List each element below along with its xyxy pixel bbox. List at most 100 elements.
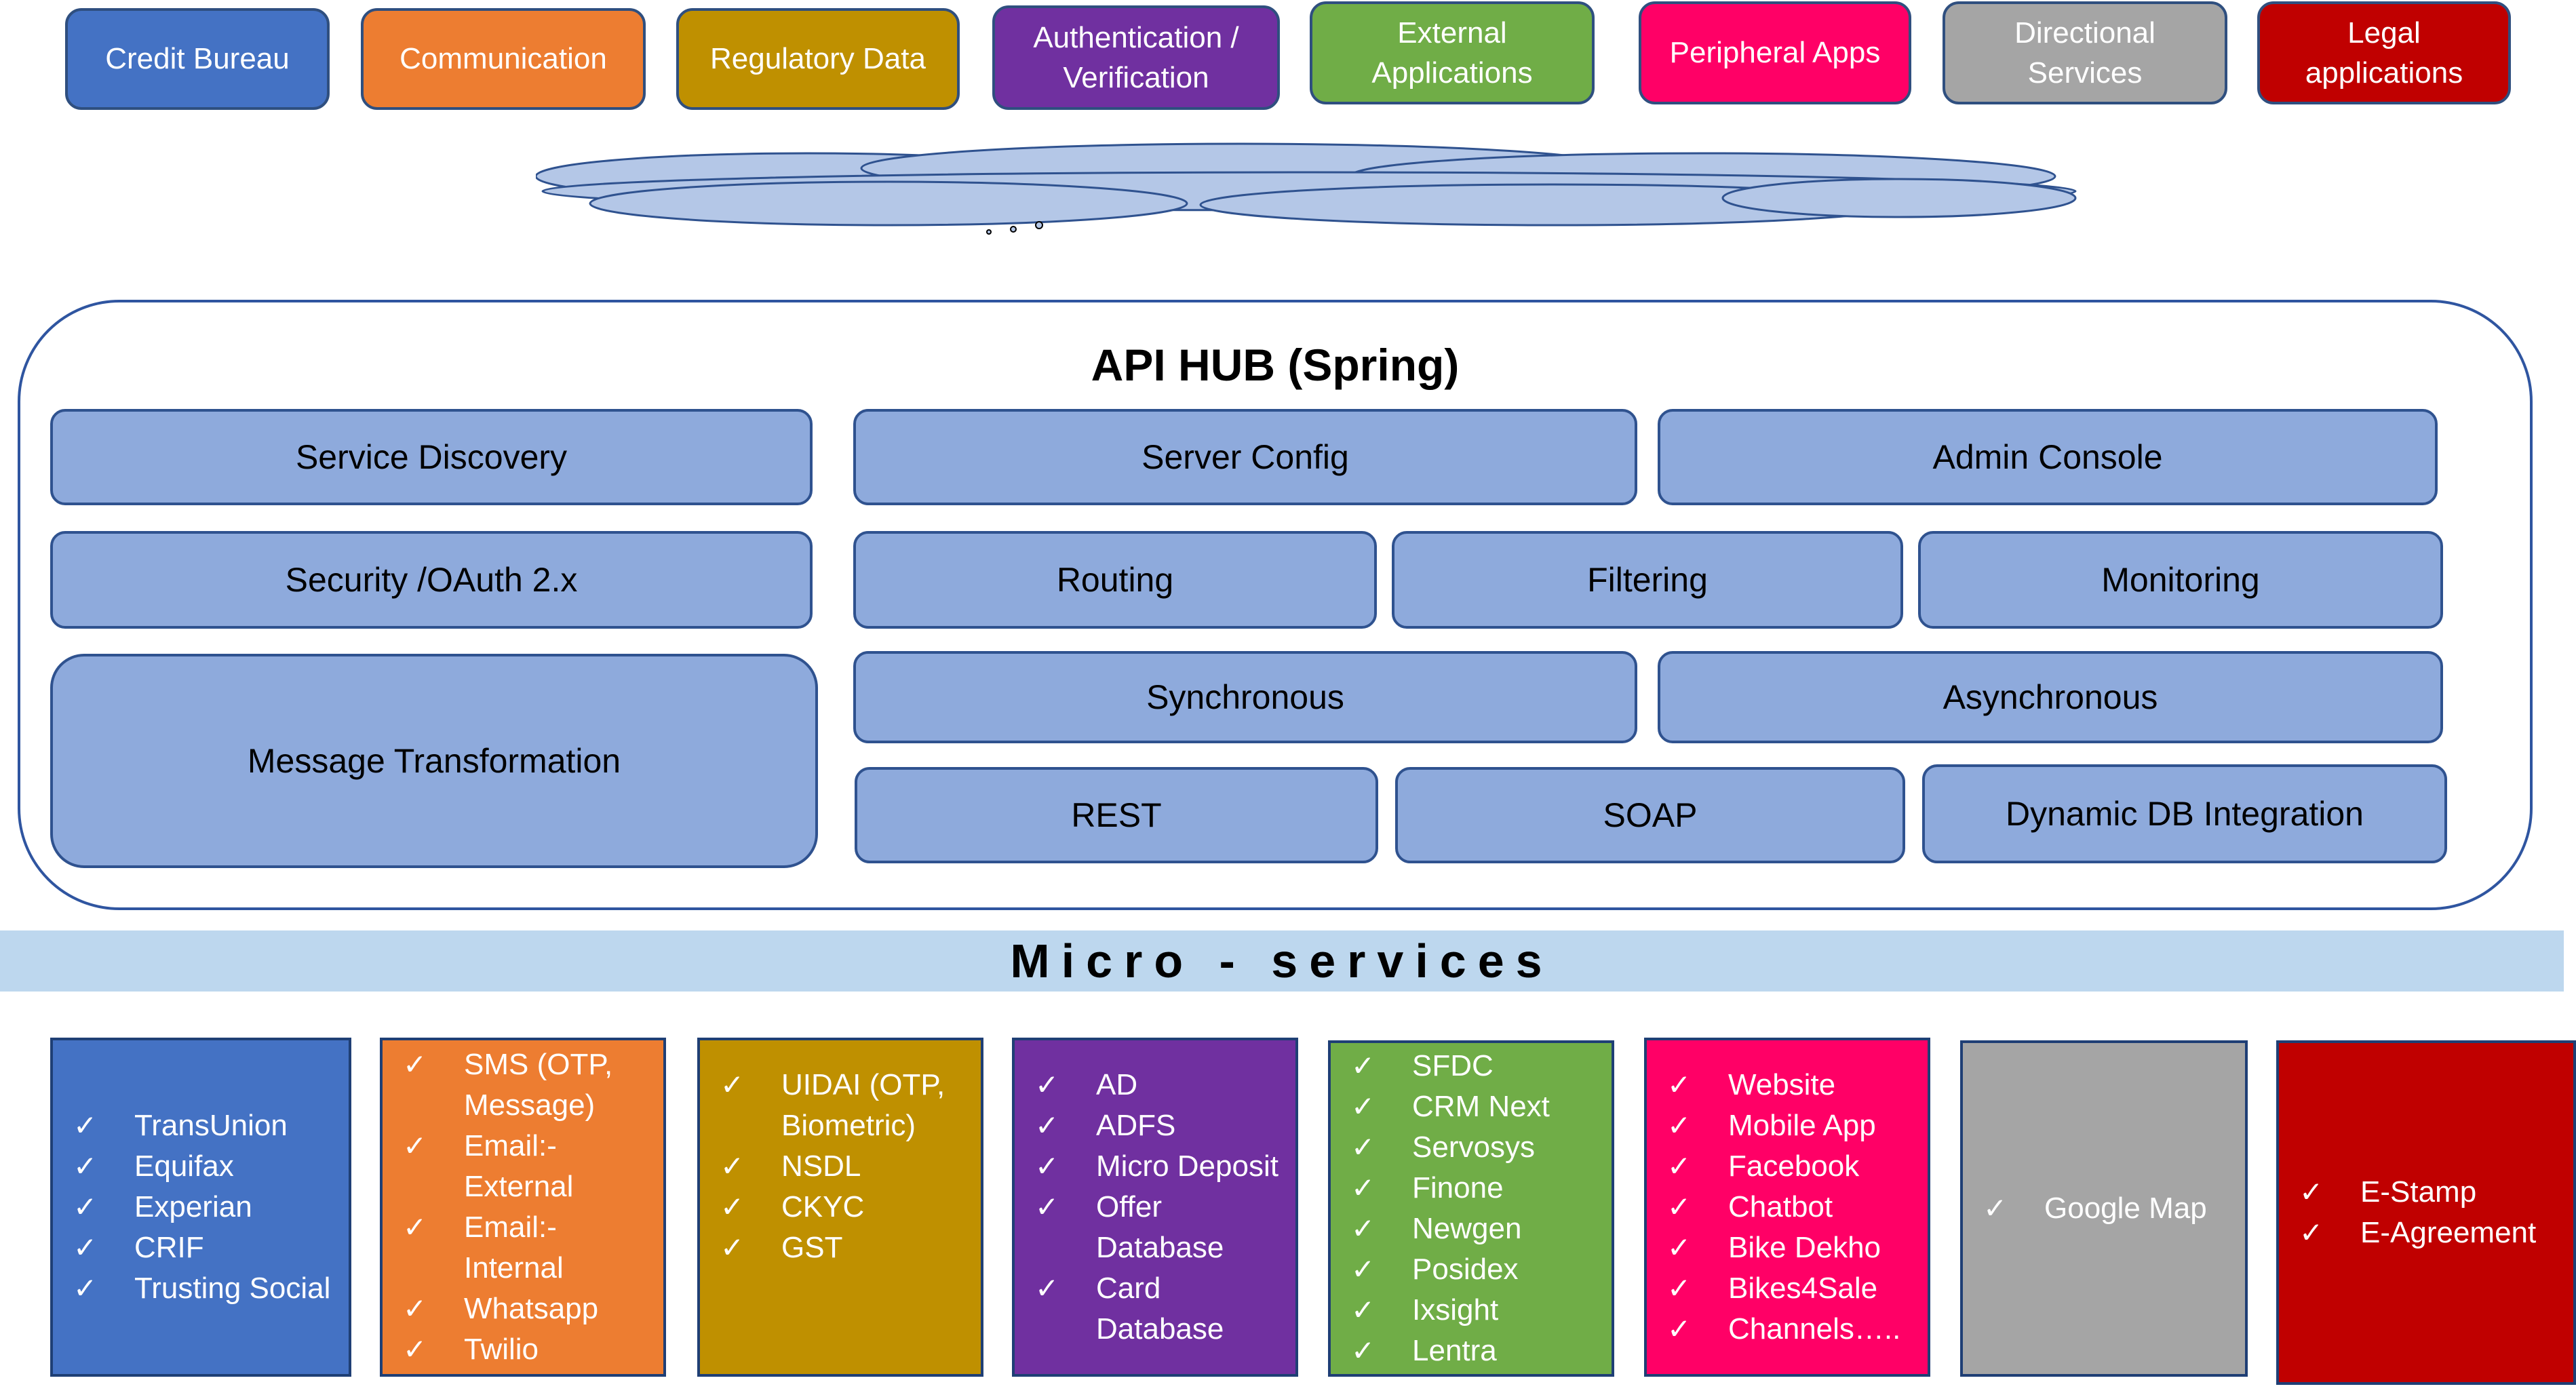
- service-item: ✓ Mobile App: [1667, 1105, 1921, 1146]
- service-item-label: Ixsight: [1412, 1293, 1499, 1327]
- service-item-label: NSDL: [781, 1150, 861, 1183]
- service-box-communication: ✓ SMS (OTP, Message)✓Email:- External✓Ema…: [380, 1038, 666, 1377]
- checkmark-icon: ✓: [1035, 1272, 1059, 1304]
- checkmark-icon: ✓: [1667, 1110, 1692, 1141]
- checkmark-icon: ✓: [1667, 1272, 1692, 1304]
- service-item-label: Google Map: [2044, 1192, 2207, 1225]
- service-item: ✓NSDL: [720, 1146, 974, 1187]
- service-item: ✓UIDAI (OTP, Biometric): [720, 1065, 974, 1146]
- service-item: ✓ Chatbot: [1667, 1187, 1921, 1228]
- service-item-label: Website: [1728, 1068, 1836, 1101]
- checkmark-icon: ✓: [403, 1293, 427, 1325]
- service-item: ✓Lentra: [1351, 1331, 1605, 1371]
- service-item-label: Micro Deposit: [1096, 1150, 1279, 1183]
- service-item-label: Mobile App: [1728, 1109, 1876, 1142]
- admin-console-box: Admin Console: [1658, 409, 2438, 505]
- checkmark-icon: ✓: [1351, 1213, 1375, 1244]
- service-item-label: CRM Next: [1412, 1090, 1550, 1123]
- service-item: ✓AD: [1035, 1065, 1289, 1105]
- service-item: ✓ Experian: [73, 1187, 342, 1228]
- service-item-label: E-Agreement: [2360, 1216, 2537, 1249]
- checkmark-icon: ✓: [1351, 1131, 1375, 1163]
- server-config-box: Server Config: [853, 409, 1637, 505]
- service-item: ✓Email:- Internal: [403, 1207, 657, 1289]
- service-box-authentication: ✓AD✓ADFS✓Micro Deposit✓Offer Database✓Ca…: [1012, 1038, 1298, 1377]
- checkmark-icon: ✓: [2299, 1176, 2324, 1208]
- service-item: ✓Newgen: [1351, 1209, 1605, 1249]
- service-item-label: E-Stamp: [2360, 1175, 2477, 1209]
- service-item-label: CRIF: [134, 1231, 204, 1264]
- service-item-label: Trusting Social: [134, 1272, 331, 1305]
- checkmark-icon: ✓: [403, 1333, 427, 1365]
- service-item-label: GST: [781, 1231, 843, 1264]
- category-regulatory-data: Regulatory Data: [676, 8, 960, 110]
- service-item: ✓Trusting Social: [73, 1268, 342, 1309]
- routing-box: Routing: [853, 531, 1377, 629]
- cloud-shape: [534, 129, 2082, 258]
- checkmark-icon: ✓: [1667, 1191, 1692, 1223]
- service-item: ✓ Offer Database: [1035, 1187, 1289, 1268]
- service-item-label: Servosys: [1412, 1131, 1535, 1164]
- service-item-label: CKYC: [781, 1190, 865, 1223]
- service-item: ✓ Website: [1667, 1065, 1921, 1105]
- service-item-label: Equifax: [134, 1150, 234, 1183]
- service-item-label: Lentra: [1412, 1334, 1497, 1367]
- rest-box: REST: [855, 767, 1378, 863]
- checkmark-icon: ✓: [403, 1130, 427, 1162]
- checkmark-icon: ✓: [1035, 1110, 1059, 1141]
- filtering-box: Filtering: [1392, 531, 1903, 629]
- service-item: ✓ E-Stamp: [2299, 1172, 2567, 1213]
- service-item: ✓ Google Map: [1983, 1188, 2238, 1229]
- monitoring-box: Monitoring: [1918, 531, 2443, 629]
- service-item: ✓ Whatsapp: [403, 1289, 657, 1329]
- microservices-banner: Micro - services: [0, 930, 2564, 992]
- checkmark-icon: ✓: [1351, 1294, 1375, 1326]
- checkmark-icon: ✓: [720, 1191, 745, 1223]
- service-item: ✓ Card Database: [1035, 1268, 1289, 1350]
- service-box-external-applications: ✓SFDC✓CRM Next✓Servosys✓Finone✓Newgen✓Po…: [1328, 1040, 1614, 1377]
- service-box-peripheral-apps: ✓Website✓Mobile App✓Facebook✓Chatbot✓Bik…: [1644, 1038, 1930, 1377]
- service-item: ✓ Equifax: [73, 1146, 342, 1187]
- checkmark-icon: ✓: [1667, 1069, 1692, 1101]
- service-item: ✓ Servosys: [1351, 1127, 1605, 1168]
- service-item: ✓ CRM Next: [1351, 1086, 1605, 1127]
- checkmark-icon: ✓: [73, 1191, 98, 1223]
- checkmark-icon: ✓: [720, 1232, 745, 1263]
- service-item: ✓Email:- External: [403, 1126, 657, 1207]
- service-item: ✓ SFDC: [1351, 1046, 1605, 1086]
- checkmark-icon: ✓: [1667, 1150, 1692, 1182]
- checkmark-icon: ✓: [1035, 1191, 1059, 1223]
- service-item-label: SFDC: [1412, 1049, 1494, 1082]
- service-item: ✓CRIF: [73, 1228, 342, 1268]
- service-item: ✓ Micro Deposit: [1035, 1146, 1289, 1187]
- checkmark-icon: ✓: [1983, 1192, 2008, 1224]
- synchronous-box: Synchronous: [853, 651, 1637, 743]
- soap-box: SOAP: [1395, 767, 1905, 863]
- checkmark-icon: ✓: [1351, 1091, 1375, 1122]
- service-item-label: UIDAI (OTP, Biometric): [781, 1068, 945, 1142]
- checkmark-icon: ✓: [1035, 1150, 1059, 1182]
- service-item-label: Bike Dekho: [1728, 1231, 1881, 1264]
- service-item: ✓Posidex: [1351, 1249, 1605, 1290]
- checkmark-icon: ✓: [1351, 1050, 1375, 1082]
- checkmark-icon: ✓: [73, 1150, 98, 1182]
- service-item-label: Card Database: [1096, 1272, 1224, 1346]
- checkmark-icon: ✓: [403, 1048, 427, 1080]
- service-item-label: Chatbot: [1728, 1190, 1833, 1223]
- api-hub-title: API HUB (Spring): [1091, 340, 1460, 390]
- service-item: ✓ CKYC: [720, 1187, 974, 1228]
- service-discovery-box: Service Discovery: [50, 409, 813, 505]
- security-oauth-box: Security /OAuth 2.x: [50, 531, 813, 629]
- service-item-label: SMS (OTP, Message): [464, 1048, 613, 1122]
- service-item-label: Twilio: [464, 1333, 539, 1366]
- category-communication: Communication: [361, 8, 646, 110]
- service-item: ✓TransUnion: [73, 1105, 342, 1146]
- category-peripheral-apps: Peripheral Apps: [1639, 1, 1911, 104]
- service-box-credit-bureau: ✓TransUnion ✓ Equifax ✓ Experian ✓CRIF✓Trusti…: [50, 1038, 351, 1377]
- service-item-label: Experian: [134, 1190, 252, 1223]
- category-directional-services: Directional Services: [1943, 1, 2227, 104]
- checkmark-icon: ✓: [1351, 1253, 1375, 1285]
- service-item-label: Offer Database: [1096, 1190, 1224, 1264]
- service-item-label: Whatsapp: [464, 1292, 599, 1325]
- service-box-regulatory-data: ✓UIDAI (OTP, Biometric)✓NSDL ✓ CKYC ✓ GST: [697, 1038, 983, 1377]
